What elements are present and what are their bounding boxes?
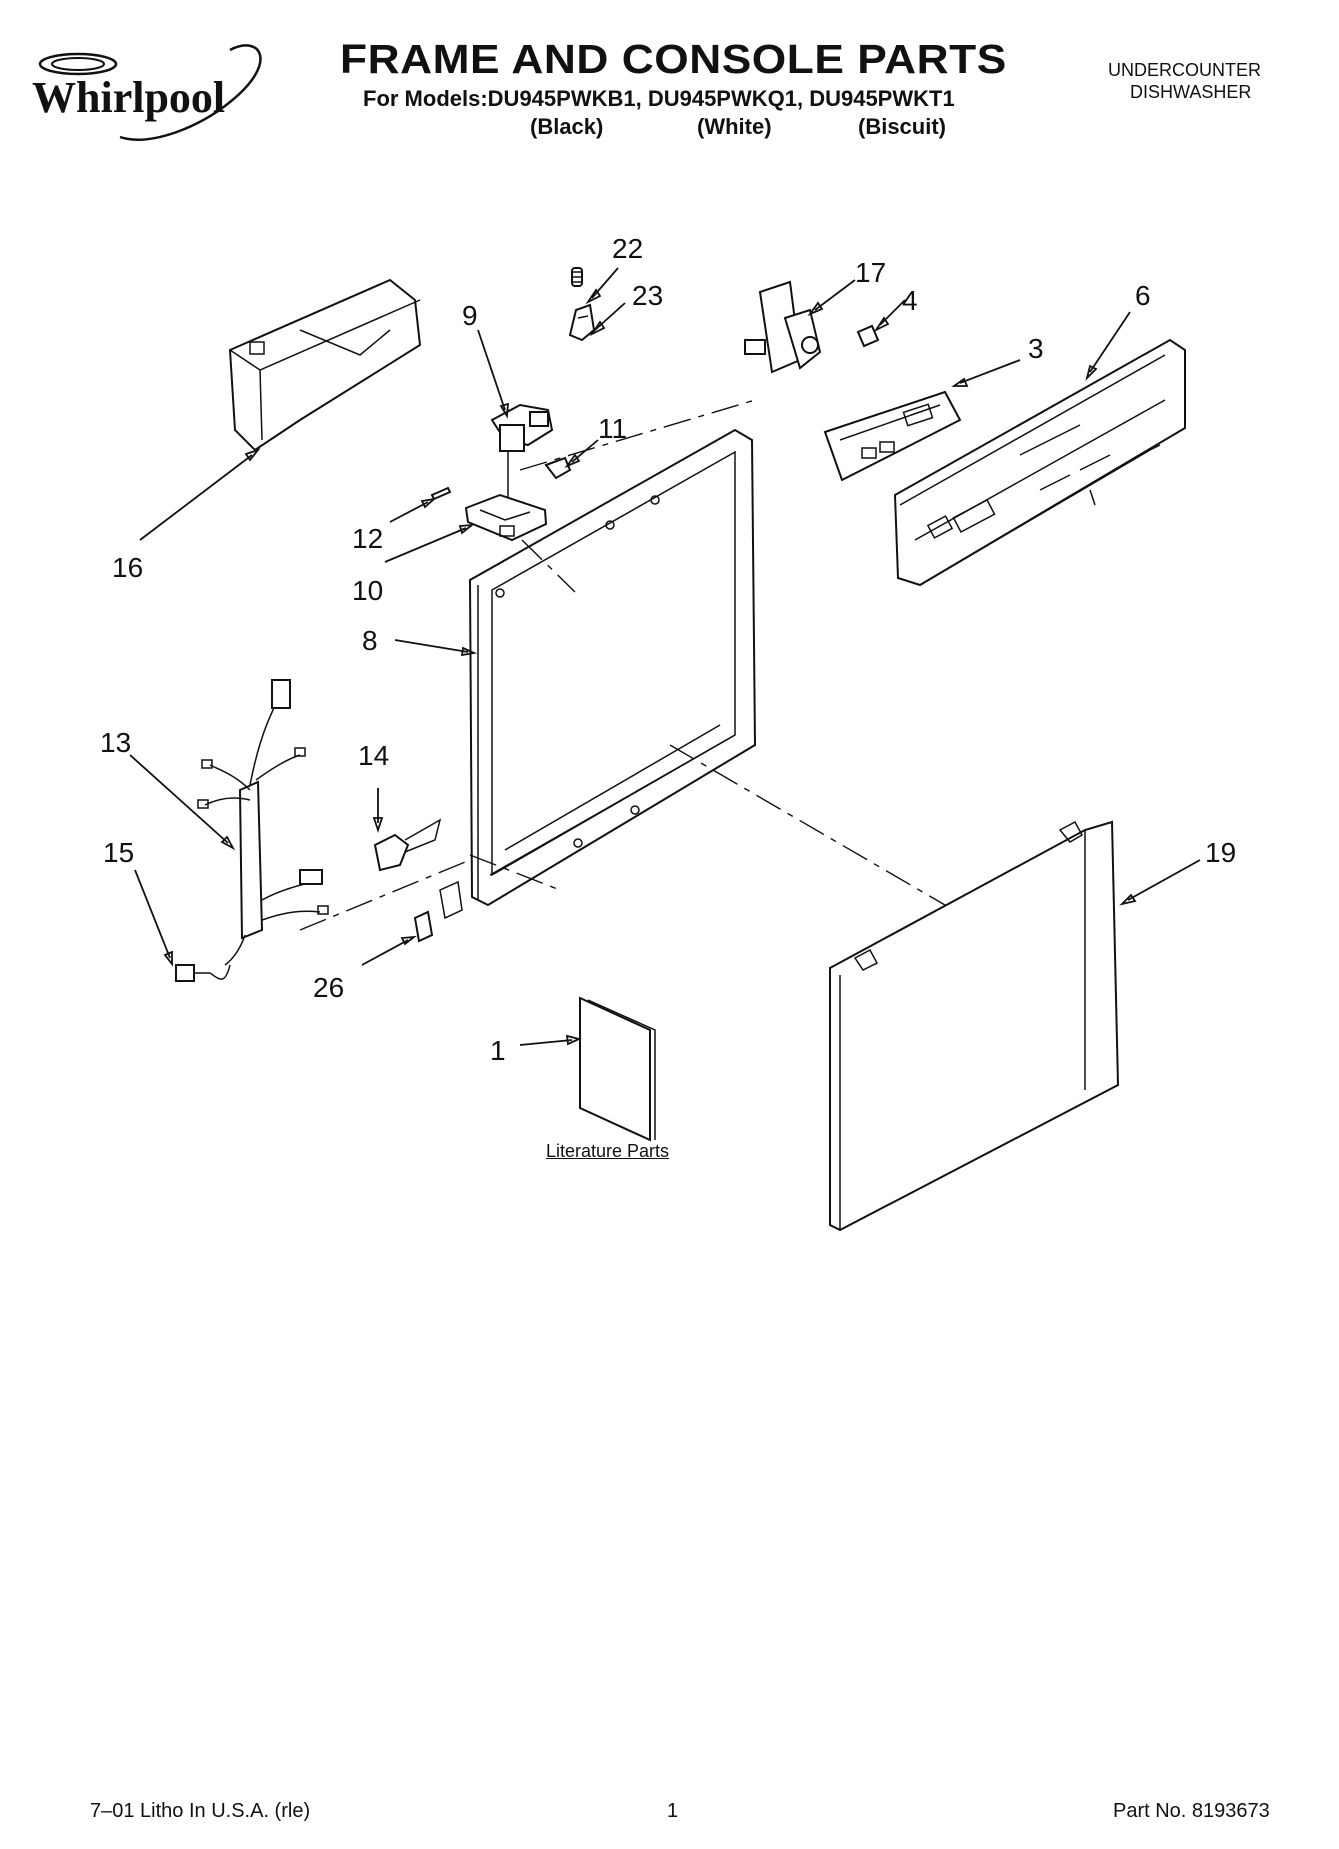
callout-13: 13 bbox=[100, 727, 131, 758]
part-22-spring bbox=[571, 267, 583, 287]
product-type-line1: UNDERCOUNTER bbox=[1108, 60, 1261, 80]
page-title: FRAME AND CONSOLE PARTS bbox=[340, 36, 1007, 82]
callout-11: 11 bbox=[598, 413, 627, 444]
footer-page-number: 1 bbox=[667, 1800, 679, 1822]
leader-lines bbox=[129, 267, 1201, 1046]
callout-16: 16 bbox=[112, 552, 143, 583]
literature-parts-label: Literature Parts bbox=[546, 1141, 670, 1161]
part-8-frame bbox=[439, 428, 757, 920]
part-12-pin bbox=[430, 486, 452, 501]
part-23-clip bbox=[568, 303, 596, 342]
callout-23: 23 bbox=[632, 280, 663, 311]
part-19-door-panel bbox=[829, 820, 1120, 1232]
variant-label-biscuit: (Biscuit) bbox=[858, 114, 946, 139]
part-16-cover bbox=[228, 278, 422, 452]
footer-print-info: 7–01 Litho In U.S.A. (rle) bbox=[90, 1800, 311, 1822]
logo-swirl-ring-inner bbox=[51, 57, 105, 71]
logo-wordmark: Whirlpool bbox=[32, 73, 225, 122]
part-11-switch bbox=[544, 456, 572, 480]
callout-4: 4 bbox=[902, 285, 918, 316]
part-4-clip bbox=[856, 324, 880, 348]
part-9-latch bbox=[490, 403, 554, 452]
part-1-literature bbox=[579, 996, 656, 1142]
product-type-line2: DISHWASHER bbox=[1130, 82, 1252, 102]
part-13-wire-harness bbox=[197, 679, 329, 966]
callout-22: 22 bbox=[612, 233, 643, 264]
callout-1: 1 bbox=[490, 1035, 506, 1066]
callout-17: 17 bbox=[855, 257, 886, 288]
part-14-connector bbox=[373, 818, 442, 872]
callout-26: 26 bbox=[313, 972, 344, 1003]
footer-part-number: Part No. 8193673 bbox=[1113, 1800, 1270, 1822]
callout-14: 14 bbox=[358, 740, 389, 771]
logo-swirl-ring-outer bbox=[38, 52, 118, 76]
callout-3: 3 bbox=[1028, 333, 1044, 364]
callout-19: 19 bbox=[1205, 837, 1236, 868]
part-3-control-board bbox=[823, 390, 962, 482]
part-15-screw bbox=[175, 964, 231, 982]
part-26-clip bbox=[413, 910, 434, 943]
part-17-switch bbox=[744, 280, 822, 374]
callout-15: 15 bbox=[103, 837, 134, 868]
variant-label-white: (White) bbox=[697, 114, 772, 139]
callout-8: 8 bbox=[362, 625, 378, 656]
part-10-bracket bbox=[464, 493, 548, 542]
callout-6: 6 bbox=[1135, 280, 1151, 311]
callout-9: 9 bbox=[462, 300, 478, 331]
whirlpool-logo: Whirlpool bbox=[32, 44, 262, 141]
model-numbers: For Models:DU945PWKB1, DU945PWKQ1, DU945… bbox=[363, 86, 955, 111]
logo-swoosh bbox=[119, 44, 262, 141]
part-6-console-panel bbox=[893, 338, 1186, 587]
callout-12: 12 bbox=[352, 523, 383, 554]
variant-label-black: (Black) bbox=[530, 114, 604, 139]
callout-10: 10 bbox=[352, 575, 383, 606]
